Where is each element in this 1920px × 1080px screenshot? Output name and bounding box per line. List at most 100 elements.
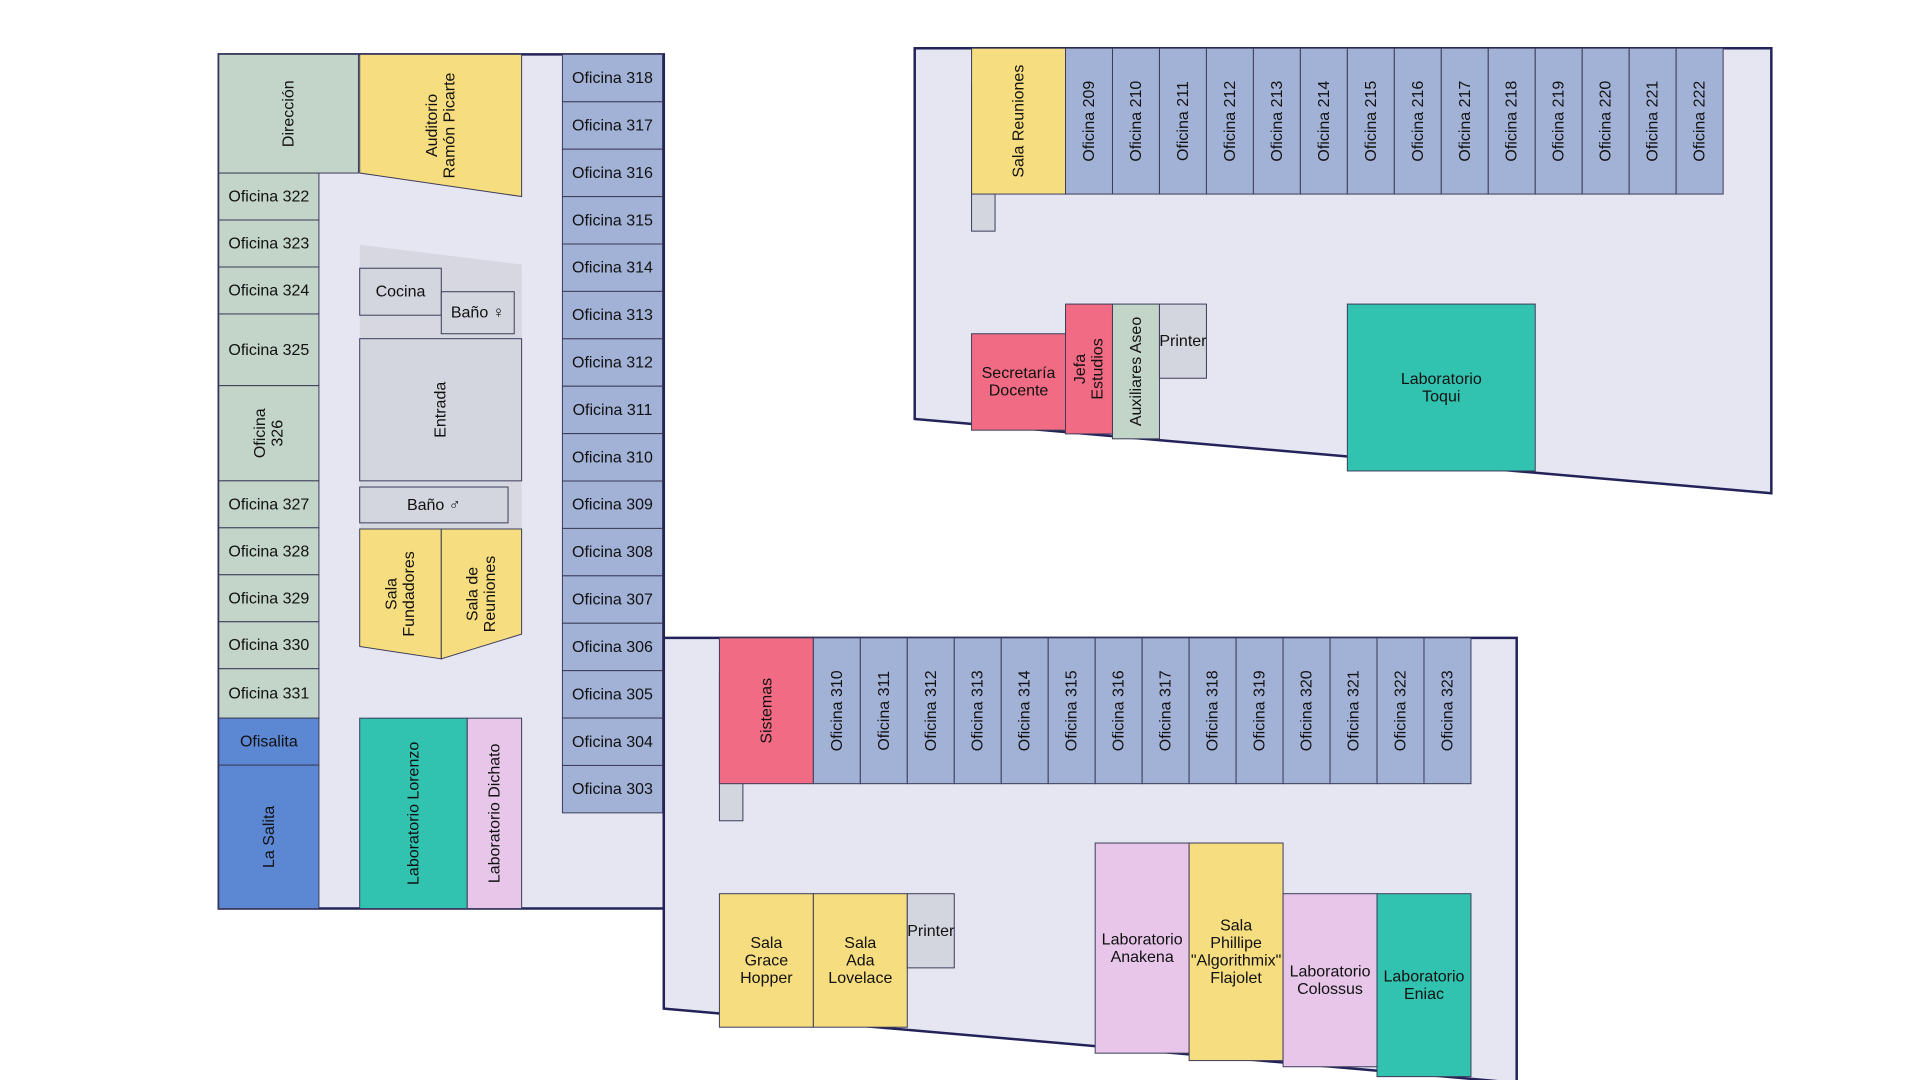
oficina-328-shape[interactable] <box>218 527 320 576</box>
room-oficina-s323[interactable]: Oficina 323 <box>1423 637 1472 785</box>
room-sistemas[interactable]: Sistemas <box>718 637 814 785</box>
oficina-309-shape[interactable] <box>561 480 664 529</box>
room-oficina-210[interactable]: Oficina 210 <box>1111 47 1160 195</box>
oficina-s317-shape[interactable] <box>1141 637 1190 785</box>
room-oficina-s317[interactable]: Oficina 317 <box>1141 637 1190 785</box>
room-oficina-220[interactable]: Oficina 220 <box>1581 47 1630 195</box>
room-oficina-303[interactable]: Oficina 303 <box>561 764 664 814</box>
oficina-329-shape[interactable] <box>218 574 320 623</box>
oficina-315-shape[interactable] <box>561 196 664 245</box>
sala-reuniones-n-shape[interactable] <box>971 47 1067 195</box>
room-ofisalita[interactable]: Ofisalita <box>218 717 320 766</box>
room-oficina-306[interactable]: Oficina 306 <box>561 622 664 672</box>
room-oficina-221[interactable]: Oficina 221 <box>1628 47 1677 195</box>
room-oficina-222[interactable]: Oficina 222 <box>1675 47 1724 195</box>
oficina-316-shape[interactable] <box>561 148 664 198</box>
oficina-s323-shape[interactable] <box>1423 637 1472 785</box>
room-oficina-311[interactable]: Oficina 311 <box>561 385 664 435</box>
room-direccion[interactable]: Dirección <box>218 53 359 174</box>
oficina-303-shape[interactable] <box>561 764 664 814</box>
oficina-211-shape[interactable] <box>1158 47 1207 195</box>
oficina-322-shape[interactable] <box>218 172 320 221</box>
room-oficina-216[interactable]: Oficina 216 <box>1393 47 1442 195</box>
room-oficina-314[interactable]: Oficina 314 <box>561 243 664 292</box>
room-oficina-325[interactable]: Oficina 325 <box>218 313 320 387</box>
bano-hombres-shape[interactable] <box>359 486 509 524</box>
room-oficina-214[interactable]: Oficina 214 <box>1299 47 1348 195</box>
oficina-325-shape[interactable] <box>218 313 320 387</box>
room-printer-s[interactable]: Printer <box>906 893 955 969</box>
room-oficina-218[interactable]: Oficina 218 <box>1487 47 1536 195</box>
oficina-306-shape[interactable] <box>561 622 664 672</box>
room-oficina-312[interactable]: Oficina 312 <box>561 338 664 387</box>
oficina-221-shape[interactable] <box>1628 47 1677 195</box>
room-oficina-209[interactable]: Oficina 209 <box>1065 47 1113 195</box>
secretaria-docente-shape[interactable] <box>971 333 1067 431</box>
lab-dichato-shape[interactable] <box>466 717 523 910</box>
oficina-317-shape[interactable] <box>561 101 664 150</box>
oficina-308-shape[interactable] <box>561 527 664 577</box>
oficina-215-shape[interactable] <box>1346 47 1395 195</box>
room-oficina-s310[interactable]: Oficina 310 <box>812 637 861 785</box>
room-oficina-331[interactable]: Oficina 331 <box>218 668 320 719</box>
room-sala-fundadores[interactable]: SalaFundadores <box>359 528 442 660</box>
ofisalita-shape[interactable] <box>218 717 320 766</box>
room-sala-de-reuniones[interactable]: Sala deReuniones <box>440 528 523 660</box>
room-lab-lorenzo[interactable]: Laboratorio Lorenzo <box>359 717 468 910</box>
entrada-shape[interactable] <box>359 338 523 482</box>
oficina-222-shape[interactable] <box>1675 47 1724 195</box>
oficina-216-shape[interactable] <box>1393 47 1442 195</box>
room-oficina-s318[interactable]: Oficina 318 <box>1188 637 1237 785</box>
room-oficina-307[interactable]: Oficina 307 <box>561 575 664 624</box>
oficina-s322-shape[interactable] <box>1376 637 1425 785</box>
room-oficina-310[interactable]: Oficina 310 <box>561 433 664 482</box>
room-auditorio[interactable]: AuditorioRamón Picarte <box>359 53 523 198</box>
room-oficina-212[interactable]: Oficina 212 <box>1205 47 1254 195</box>
room-oficina-304[interactable]: Oficina 304 <box>561 717 664 766</box>
room-oficina-317[interactable]: Oficina 317 <box>561 101 664 150</box>
room-oficina-309[interactable]: Oficina 309 <box>561 480 664 529</box>
room-oficina-313[interactable]: Oficina 313 <box>561 290 664 340</box>
room-sala-reuniones-n[interactable]: Sala Reuniones <box>971 47 1067 195</box>
lab-toqui-shape[interactable] <box>1346 303 1536 472</box>
oficina-314-shape[interactable] <box>561 243 664 292</box>
oficina-212-shape[interactable] <box>1205 47 1254 195</box>
oficina-s314-shape[interactable] <box>1000 637 1049 785</box>
room-oficina-s319[interactable]: Oficina 319 <box>1235 637 1284 785</box>
oficina-217-shape[interactable] <box>1440 47 1489 195</box>
room-oficina-217[interactable]: Oficina 217 <box>1440 47 1489 195</box>
printer-s-shape[interactable] <box>906 893 955 969</box>
sala-flajolet-shape[interactable] <box>1188 842 1284 1062</box>
room-oficina-329[interactable]: Oficina 329 <box>218 574 320 623</box>
room-oficina-213[interactable]: Oficina 213 <box>1252 47 1301 195</box>
room-lab-dichato[interactable]: Laboratorio Dichato <box>466 717 523 910</box>
oficina-213-shape[interactable] <box>1252 47 1301 195</box>
oficina-s313-shape[interactable] <box>953 637 1002 785</box>
oficina-214-shape[interactable] <box>1299 47 1348 195</box>
room-oficina-211[interactable]: Oficina 211 <box>1158 47 1207 195</box>
room-oficina-s315[interactable]: Oficina 315 <box>1047 637 1096 785</box>
oficina-327-shape[interactable] <box>218 480 320 529</box>
room-oficina-328[interactable]: Oficina 328 <box>218 527 320 576</box>
room-jefa-estudios[interactable]: JefaEstudios <box>1065 303 1113 435</box>
room-oficina-s313[interactable]: Oficina 313 <box>953 637 1002 785</box>
oficina-s316-shape[interactable] <box>1094 637 1143 785</box>
oficina-312-shape[interactable] <box>561 338 664 387</box>
lab-eniac-shape[interactable] <box>1376 893 1472 1078</box>
room-oficina-324[interactable]: Oficina 324 <box>218 266 320 315</box>
sala-de-reuniones-shape[interactable] <box>440 528 523 660</box>
room-la-salita[interactable]: La Salita <box>218 764 320 910</box>
oficina-s310-shape[interactable] <box>812 637 861 785</box>
oficina-324-shape[interactable] <box>218 266 320 315</box>
oficina-330-shape[interactable] <box>218 621 320 670</box>
oficina-311-shape[interactable] <box>561 385 664 435</box>
oficina-s312-shape[interactable] <box>906 637 955 785</box>
auditorio-shape[interactable] <box>359 53 523 198</box>
oficina-331-shape[interactable] <box>218 668 320 719</box>
oficina-s315-shape[interactable] <box>1047 637 1096 785</box>
